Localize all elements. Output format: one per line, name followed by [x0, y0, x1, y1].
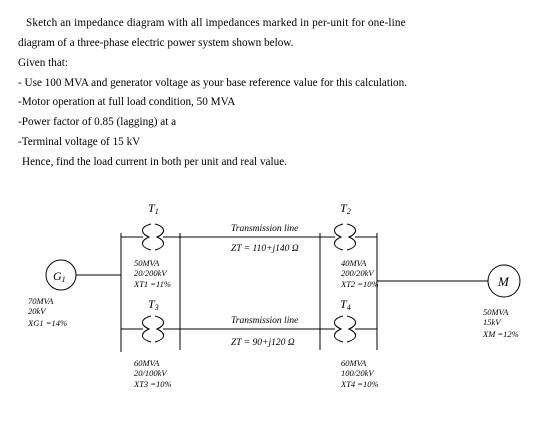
- t3-label: T3: [148, 297, 159, 312]
- t1-label: T1: [148, 201, 159, 216]
- bullet-terminal-voltage: -Terminal voltage of 15 kV: [18, 136, 141, 148]
- bullet-base-values: - Use 100 MVA and generator voltage as y…: [18, 77, 408, 89]
- t2-voltage: 200/20kV: [341, 268, 375, 278]
- generator-reactance: XG1 =14%: [27, 318, 67, 328]
- motor-reactance: XM =12%: [482, 329, 519, 339]
- t3-rating: 60MVA: [134, 358, 160, 368]
- question-line-1: Sketch an impedance diagram with all imp…: [26, 17, 406, 29]
- question-line-2: diagram of a three-phase electric power …: [18, 37, 294, 49]
- motor-symbol: [487, 264, 521, 298]
- motor-label: M: [497, 274, 510, 289]
- generator-rating: 70MVA: [28, 296, 54, 306]
- motor-rating: 50MVA: [483, 307, 509, 317]
- t2-rating: 40MVA: [341, 258, 367, 268]
- generator-voltage: 20kV: [28, 306, 47, 316]
- line1-name: Transmission line: [231, 224, 298, 234]
- t3-voltage: 20/100kV: [134, 368, 168, 378]
- t4-rating: 60MVA: [341, 358, 367, 368]
- transformer-t4-symbol: [334, 315, 356, 343]
- t2-reactance: XT2 =10%: [340, 279, 379, 289]
- t4-voltage: 100/20kV: [341, 368, 375, 378]
- t3-reactance: XT3 =10%: [133, 379, 172, 389]
- bullet-power-factor: -Power factor of 0.85 (lagging) at a: [18, 116, 177, 128]
- transformer-t1-symbol: [142, 223, 164, 251]
- t4-label: T4: [340, 297, 351, 312]
- transformer-t3-symbol: [142, 315, 164, 343]
- transformer-t2-symbol: [334, 223, 356, 251]
- t1-reactance: XT1 =11%: [133, 279, 171, 289]
- question-hence: Hence, find the load current in both per…: [22, 156, 287, 168]
- t4-reactance: XT4 =10%: [340, 379, 379, 389]
- given-heading: Given that:: [18, 57, 69, 69]
- line1-impedance: ZT = 110+j140 Ω: [231, 244, 299, 254]
- t1-voltage: 20/200kV: [134, 268, 168, 278]
- generator-label: G1: [53, 269, 66, 284]
- t2-label: T2: [340, 201, 351, 216]
- line2-impedance: ZT = 90+j120 Ω: [231, 338, 295, 348]
- line2-name: Transmission line: [231, 316, 298, 326]
- bullet-motor-load: -Motor operation at full load condition,…: [18, 96, 236, 108]
- t1-rating: 50MVA: [134, 258, 160, 268]
- motor-voltage: 15kV: [483, 317, 502, 327]
